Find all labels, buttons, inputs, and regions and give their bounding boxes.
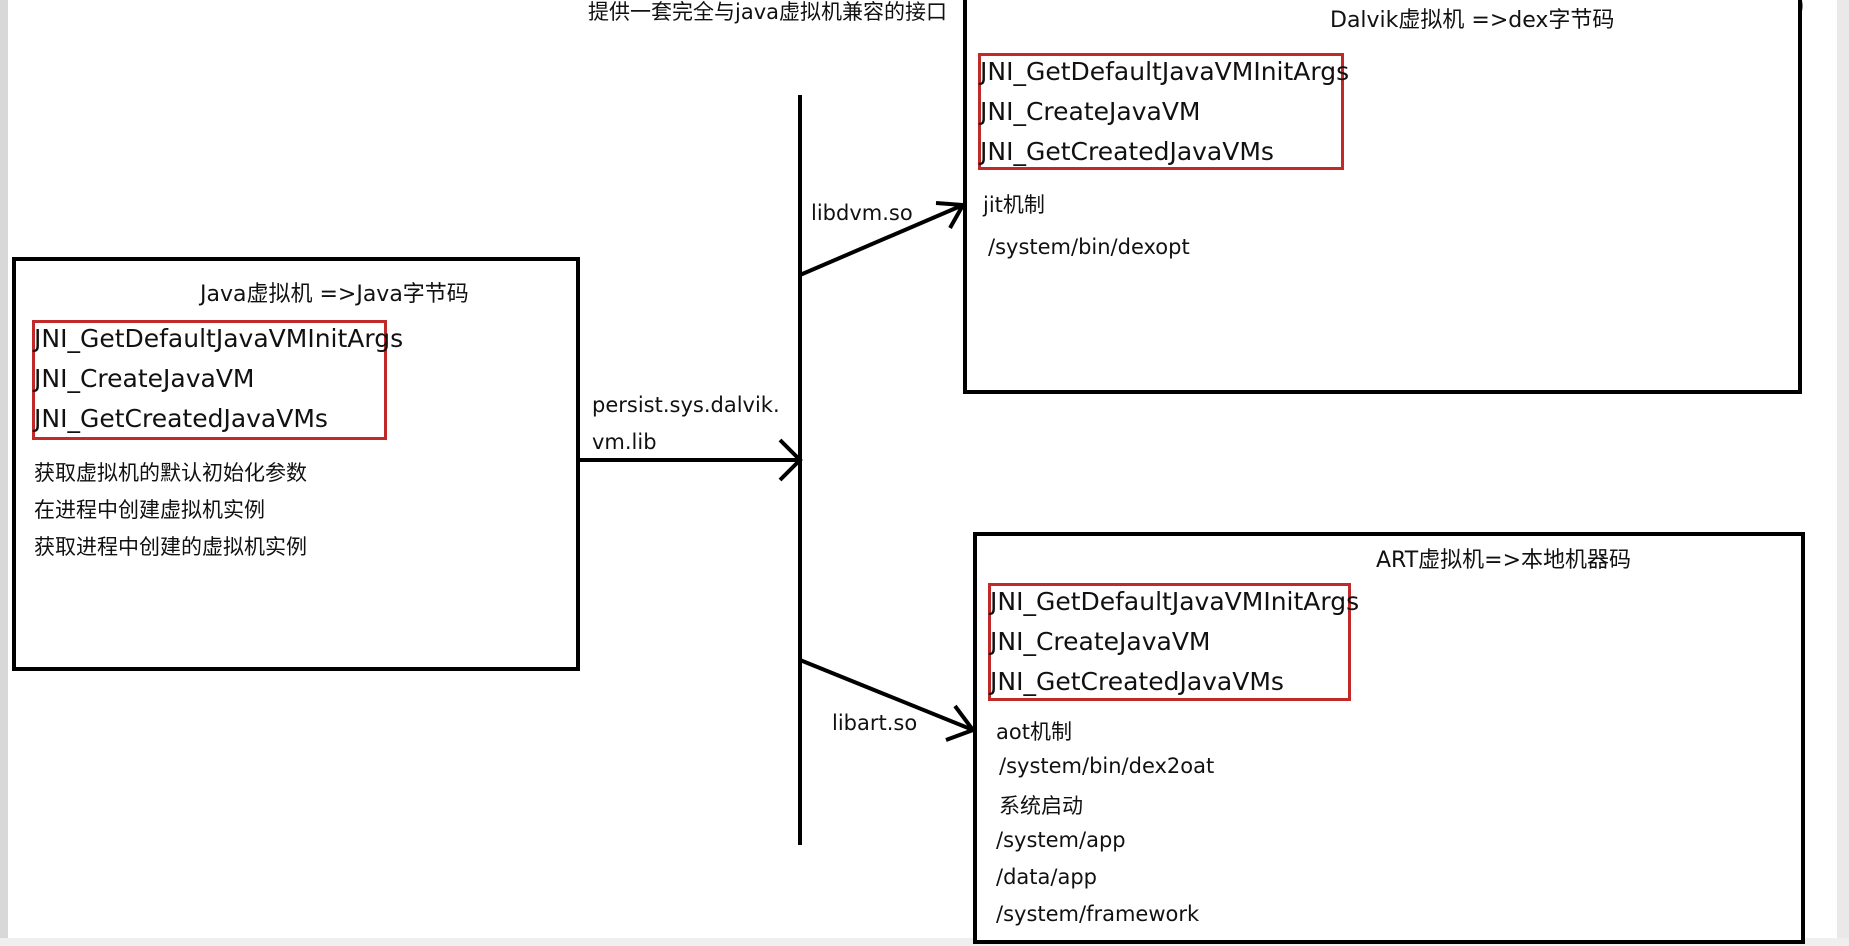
java-vm-description: 在进程中创建虚拟机实例	[34, 498, 265, 522]
dalvik-vm-functions-highlight	[978, 53, 1344, 170]
dalvik-vm-function: JNI_GetCreatedJavaVMs	[980, 137, 1274, 166]
art-vm-function: JNI_CreateJavaVM	[990, 627, 1211, 656]
art-vm-note: 系统启动	[999, 794, 1083, 818]
java-vm-title: Java虚拟机 =>Java字节码	[200, 282, 469, 307]
java-vm-function: JNI_GetDefaultJavaVMInitArgs	[34, 324, 404, 353]
art-vm-note: /data/app	[996, 865, 1097, 889]
art-vm-note: aot机制	[996, 720, 1072, 744]
java-vm-description: 获取虚拟机的默认初始化参数	[34, 461, 307, 485]
java-vm-functions-highlight	[32, 320, 387, 440]
art-vm-function: JNI_GetCreatedJavaVMs	[990, 667, 1284, 696]
dalvik-lib-label: libdvm.so	[811, 201, 913, 225]
art-vm-functions-highlight	[988, 583, 1351, 701]
art-vm-function: JNI_GetDefaultJavaVMInitArgs	[990, 587, 1360, 616]
dalvik-vm-function: JNI_GetDefaultJavaVMInitArgs	[980, 57, 1350, 86]
java-vm-box	[12, 257, 580, 671]
property-label-line2: vm.lib	[592, 430, 657, 454]
java-vm-description: 获取进程中创建的虚拟机实例	[34, 535, 307, 559]
dalvik-vm-note: jit机制	[983, 193, 1045, 217]
top-caption: 提供一套完全与java虚拟机兼容的接口	[588, 0, 947, 24]
dalvik-vm-note: /system/bin/dexopt	[988, 235, 1190, 259]
java-vm-function: JNI_CreateJavaVM	[34, 364, 255, 393]
trunk-arrowhead	[778, 438, 803, 482]
property-label-line1: persist.sys.dalvik.	[592, 393, 780, 417]
window-right-edge	[1837, 0, 1849, 946]
art-vm-note: /system/framework	[996, 902, 1200, 926]
java-vm-function: JNI_GetCreatedJavaVMs	[34, 404, 328, 433]
window-left-edge	[0, 0, 8, 946]
art-vm-note: /system/bin/dex2oat	[999, 754, 1215, 778]
art-lib-label: libart.so	[832, 711, 918, 735]
art-branch-line	[799, 658, 974, 732]
art-vm-box	[973, 532, 1805, 944]
dalvik-vm-title: Dalvik虚拟机 =>dex字节码	[1330, 8, 1615, 33]
window-bottom-edge	[0, 938, 1849, 946]
dalvik-vm-box	[963, 0, 1802, 394]
dalvik-vm-function: JNI_CreateJavaVM	[980, 97, 1201, 126]
dalvik-branch-line	[799, 203, 964, 277]
art-vm-title: ART虚拟机=>本地机器码	[1376, 548, 1632, 573]
art-vm-note: /system/app	[996, 828, 1126, 852]
